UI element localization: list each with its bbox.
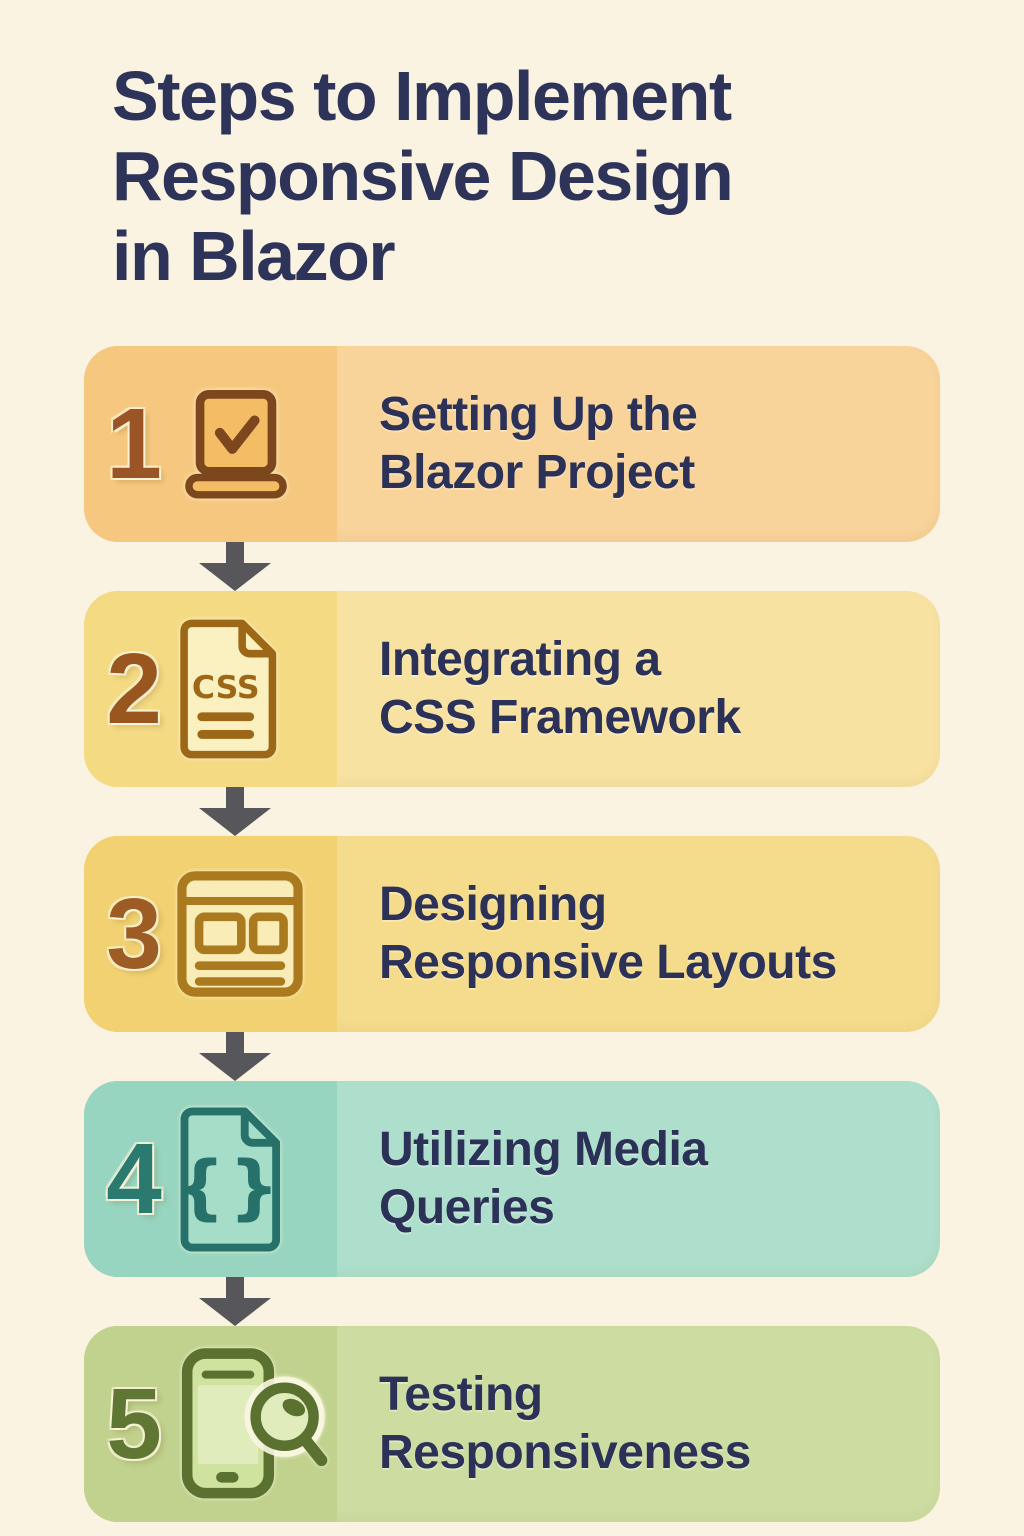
- step-number-panel: 5: [84, 1326, 337, 1522]
- infographic: Steps to Implement Responsive Design in …: [84, 0, 940, 1522]
- down-arrow-icon: [84, 787, 940, 836]
- step-card-3: 3 Designing Responsive Layouts: [84, 836, 940, 1032]
- step-number-panel: 2 CSS: [84, 591, 337, 787]
- step-label: Setting Up the Blazor Project: [337, 346, 940, 542]
- step-label: Utilizing Media Queries: [337, 1081, 940, 1277]
- layout-wireframe-icon: [174, 868, 306, 1000]
- step-card-4: 4 {} Utilizing Media Queries: [84, 1081, 940, 1277]
- svg-text:{}: {}: [175, 1144, 284, 1227]
- page-title-line: Steps to Implement: [112, 57, 732, 135]
- step-number-panel: 3: [84, 836, 337, 1032]
- page-title-line: Responsive Design: [112, 137, 734, 215]
- code-file-icon: {}: [174, 1106, 284, 1253]
- down-arrow-icon: [84, 542, 940, 591]
- page-title-line: in Blazor: [112, 217, 396, 295]
- step-label-line: Setting Up the: [379, 388, 698, 441]
- step-number-panel: 1: [84, 346, 337, 542]
- step-label-line: Utilizing Media: [379, 1123, 708, 1176]
- svg-text:CSS: CSS: [192, 670, 260, 706]
- laptop-check-icon: [174, 388, 298, 500]
- page-title: Steps to Implement Responsive Design in …: [112, 56, 940, 296]
- step-number: 5: [106, 1368, 162, 1480]
- phone-magnifier-icon: [174, 1348, 332, 1500]
- step-number: 2: [106, 633, 162, 745]
- step-label-line: Testing: [379, 1368, 543, 1421]
- step-label-line: Blazor Project: [379, 446, 695, 499]
- step-number: 3: [106, 878, 162, 990]
- step-card-5: 5 Testing Responsiveness: [84, 1326, 940, 1522]
- step-label: Designing Responsive Layouts: [337, 836, 940, 1032]
- step-label: Testing Responsiveness: [337, 1326, 940, 1522]
- css-file-icon: CSS: [174, 618, 280, 760]
- step-label: Integrating a CSS Framework: [337, 591, 940, 787]
- step-label-line: CSS Framework: [379, 691, 741, 744]
- step-number-panel: 4 {}: [84, 1081, 337, 1277]
- step-label-line: Integrating a: [379, 633, 661, 686]
- down-arrow-icon: [84, 1277, 940, 1326]
- step-label-line: Responsive Layouts: [379, 936, 837, 989]
- step-card-2: 2 CSS Integrating a CSS Framework: [84, 591, 940, 787]
- step-label-line: Queries: [379, 1181, 555, 1234]
- step-number: 4: [106, 1123, 162, 1235]
- step-label-line: Responsiveness: [379, 1426, 751, 1479]
- down-arrow-icon: [84, 1032, 940, 1081]
- step-number: 1: [106, 388, 162, 500]
- step-card-1: 1 Setting Up the Blazor Project: [84, 346, 940, 542]
- step-label-line: Designing: [379, 878, 607, 931]
